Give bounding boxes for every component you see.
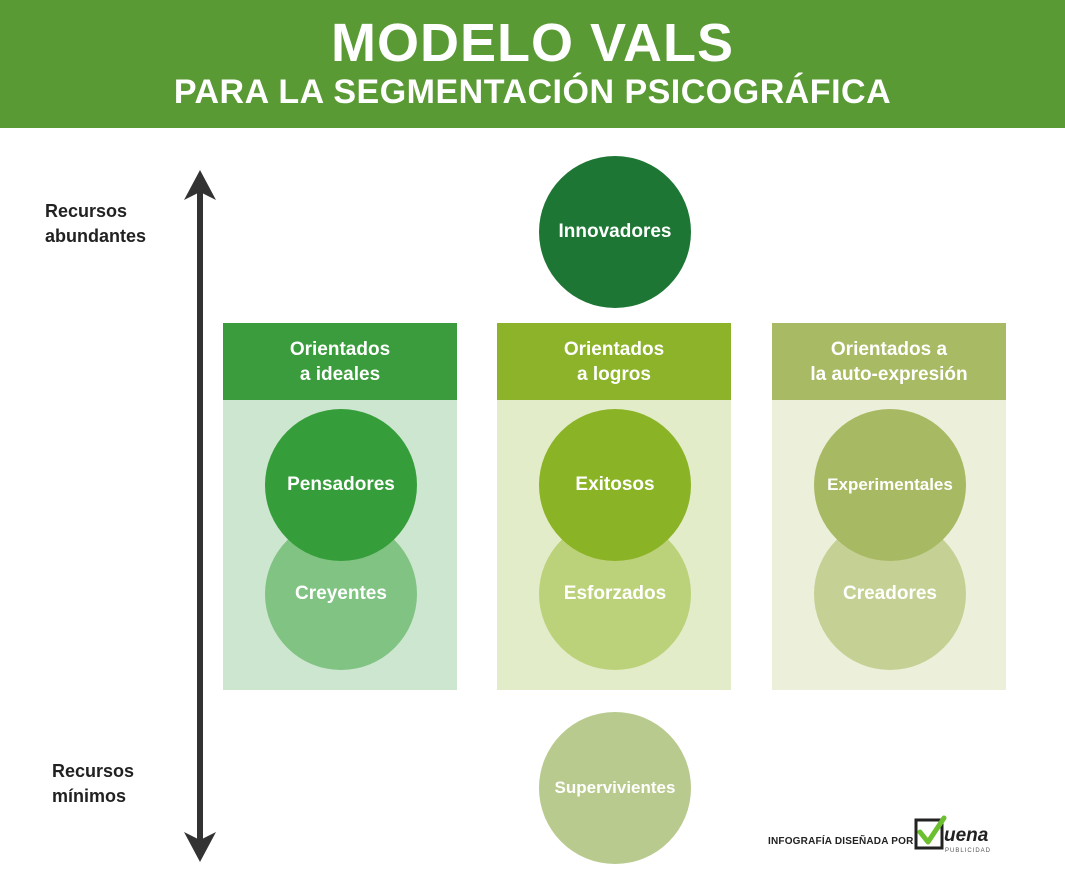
node-creyentes: Creyentes bbox=[265, 518, 417, 670]
logo-subtext: PUBLICIDAD bbox=[945, 848, 991, 854]
column-header-auto-line1: Orientados a bbox=[830, 338, 948, 360]
node-supervivientes-label: Supervivientes bbox=[554, 778, 676, 797]
node-exitosos-label: Exitosos bbox=[575, 474, 655, 495]
axis-arrowhead-down-icon bbox=[184, 832, 216, 862]
node-pensadores: Pensadores bbox=[265, 409, 417, 561]
axis-label-bottom: Recursos mínimos bbox=[52, 759, 134, 809]
node-experimentales-label: Experimentales bbox=[827, 475, 953, 494]
axis-label-bottom-line2: mínimos bbox=[52, 786, 127, 806]
logo-wordmark: uena bbox=[944, 825, 989, 846]
page-subtitle: PARA LA SEGMENTACIÓN PSICOGRÁFICA bbox=[173, 73, 892, 111]
column-header-logros: Orientados a logros bbox=[497, 323, 731, 400]
column-orientados-ideales: Orientados a ideales Creyentes Pensadore… bbox=[223, 323, 457, 690]
node-innovadores-label: Innovadores bbox=[558, 221, 672, 242]
node-creyentes-label: Creyentes bbox=[295, 583, 387, 604]
column-header-ideales: Orientados a ideales bbox=[223, 323, 457, 400]
node-supervivientes: Supervivientes bbox=[539, 712, 691, 864]
node-innovadores: Innovadores bbox=[539, 156, 691, 308]
node-experimentales: Experimentales bbox=[814, 409, 966, 561]
logo-box bbox=[914, 818, 944, 850]
node-creadores: Creadores bbox=[814, 518, 966, 670]
node-creadores-label: Creadores bbox=[843, 583, 937, 604]
node-pensadores-label: Pensadores bbox=[287, 474, 395, 495]
column-header-ideales-line2: a ideales bbox=[299, 363, 381, 385]
column-header-ideales-line1: Orientados bbox=[289, 338, 391, 360]
column-orientados-auto-expresion: Orientados a la auto-expresión Creadores… bbox=[772, 323, 1006, 690]
logo-check-icon bbox=[917, 815, 947, 845]
page-title: MODELO VALS bbox=[330, 13, 734, 73]
buena-publicidad-logo: uena PUBLICIDAD bbox=[914, 815, 991, 854]
axis-arrowhead-up-icon bbox=[184, 170, 216, 200]
column-header-auto-line2: la auto-expresión bbox=[810, 363, 968, 385]
header-banner: MODELO VALS PARA LA SEGMENTACIÓN PSICOGR… bbox=[0, 0, 1065, 128]
node-esforzados-label: Esforzados bbox=[563, 583, 667, 604]
resources-axis-arrow bbox=[184, 170, 216, 862]
column-header-logros-line1: Orientados bbox=[563, 338, 665, 360]
axis-label-top-line2: abundantes bbox=[45, 226, 147, 246]
axis-label-top: Recursos abundantes bbox=[45, 199, 146, 249]
column-header-logros-line2: a logros bbox=[577, 363, 651, 385]
column-header-auto-expresion: Orientados a la auto-expresión bbox=[772, 323, 1006, 400]
node-exitosos: Exitosos bbox=[539, 409, 691, 561]
footer-credit: INFOGRAFÍA DISEÑADA POR bbox=[768, 836, 914, 847]
axis-label-bottom-line1: Recursos bbox=[52, 761, 135, 781]
axis-label-top-line1: Recursos bbox=[45, 201, 128, 221]
column-orientados-logros: Orientados a logros Esforzados Exitosos bbox=[497, 323, 731, 690]
